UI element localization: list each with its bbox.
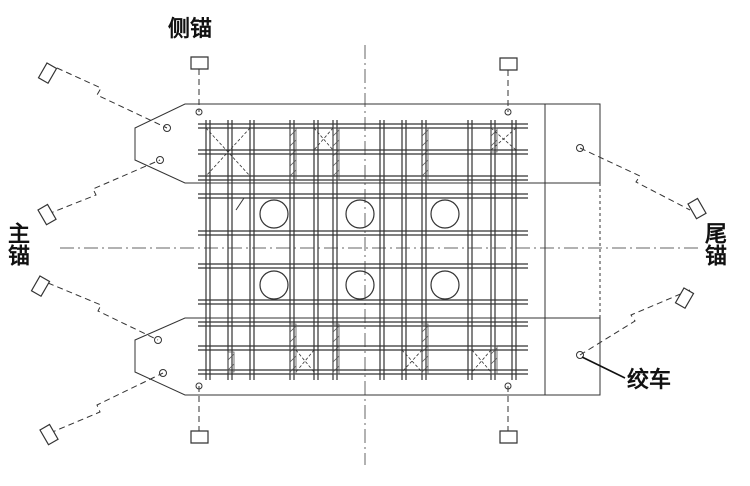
column-circle [431,200,459,228]
anchor-block [688,199,706,219]
anchor-block [38,205,56,225]
anchor-line [580,290,690,355]
anchor-lines [48,68,690,433]
anchor-line [580,148,690,210]
side-anchor-label: 侧锚 [168,17,213,42]
winch-point [164,125,171,132]
winch-leader-line [582,357,625,378]
main-anchor-label: 主锚 [4,222,29,266]
anchor-block [39,63,57,83]
upper-pontoon-outline [135,104,600,183]
column-circle [346,200,374,228]
column-circle [260,271,288,299]
winch-point [160,370,167,377]
diagonal-bracing [206,128,516,372]
column-circles [260,200,459,299]
anchor-line [48,283,158,340]
column-circle [431,271,459,299]
vertical-frame-members [206,120,516,380]
anchor-block [500,431,517,443]
lower-pontoon-outline [135,318,600,395]
anchor-block [40,425,58,445]
winch-label: 绞车 [627,368,672,393]
anchor-block [32,276,50,296]
column-circle [260,200,288,228]
column-circle [346,271,374,299]
stern-anchor-label: 尾锚 [701,222,726,266]
anchor-line [48,160,160,214]
winch-point [505,109,511,115]
anchor-line [57,68,167,128]
horizontal-frame-members [198,124,528,374]
mark [236,198,244,210]
winch-point [577,352,584,359]
winch-point [155,337,162,344]
anchor-block [191,57,208,69]
anchor-block [676,288,694,308]
anchor-block [191,431,208,443]
anchors [32,57,707,445]
winch-point [157,157,164,164]
winch-point [577,145,584,152]
winch-points [155,109,584,389]
anchor-line [50,373,163,433]
anchor-block [500,58,517,70]
hatched-columns [228,128,497,374]
